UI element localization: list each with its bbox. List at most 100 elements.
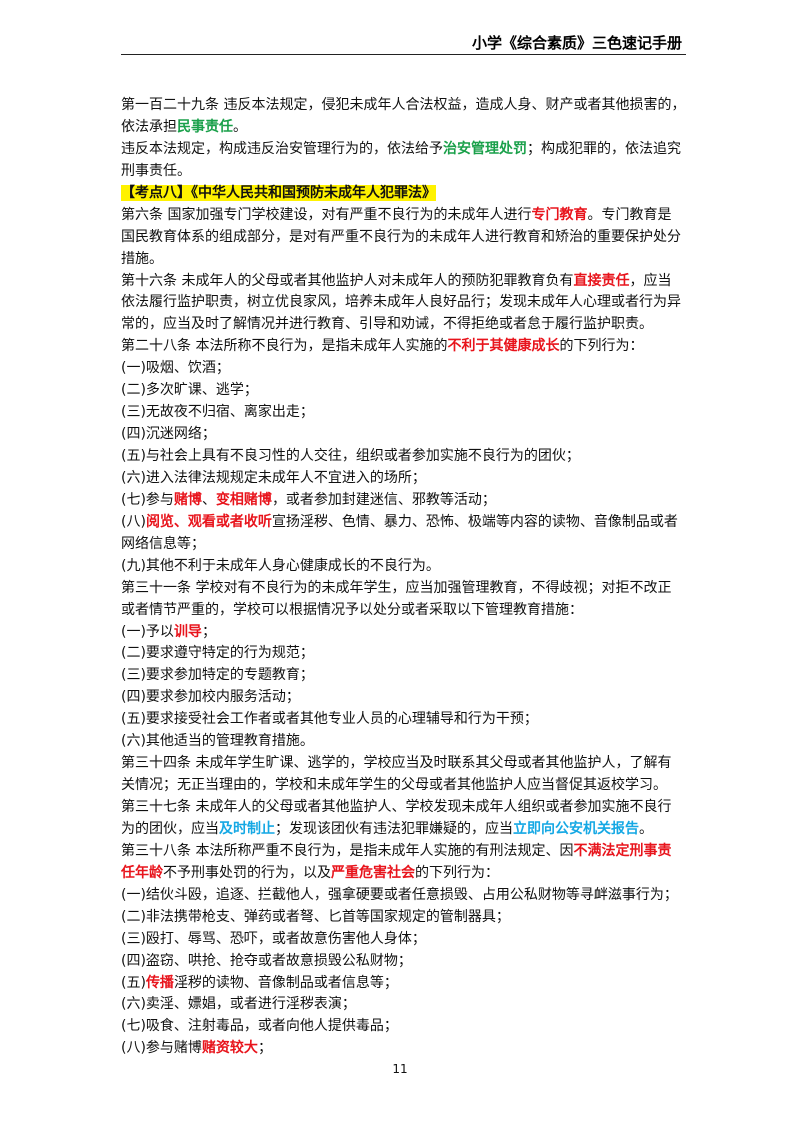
text-segment: (六)其他适当的管理教育措施。 [121,733,314,750]
text-segment: 措施。 [121,250,163,267]
emphasis-text: 治安管理处罚 [443,140,527,157]
text-line: 国民教育体系的组成部分，是对有严重不良行为的未成年人进行教育和矫治的重要保护处分 [121,227,685,249]
emphasis-text: 阅览、观看或者收听 [145,513,272,530]
text-segment: 刑事责任。 [121,162,191,179]
text-line: (五)要求接受社会工作者或者其他专业人员的心理辅导和行为干预； [121,709,685,731]
text-line: 【考点八】《中华人民共和国预防未成年人犯罪法》 [121,183,685,205]
text-segment: (四)沉迷网络； [121,426,216,443]
emphasis-text: 专门教育 [531,206,588,223]
text-segment: ； [257,1040,272,1057]
text-segment: (二)多次旷课、逃学； [121,382,258,399]
text-segment: 第十六条 未成年人的父母或者其他监护人对未成年人的预防犯罪教育负有 [121,272,574,289]
text-segment: 、 [201,491,216,508]
text-line: 常的，应当及时了解情况并进行教育、引导和劝诫，不得拒绝或者怠于履行监护职责。 [121,314,685,336]
text-line: 第十六条 未成年人的父母或者其他监护人对未成年人的预防犯罪教育负有直接责任，应当 [121,271,685,293]
page-number: 11 [392,1062,408,1076]
text-line: (七)吸食、注射毒品，或者向他人提供毒品； [121,1016,685,1038]
text-segment: (四)要求参加校内服务活动； [121,689,300,706]
text-segment: (三)要求参加特定的专题教育； [121,667,314,684]
text-segment: 第三十七条 未成年人的父母或者其他监护人、学校发现未成年人组织或者参加实施不良行 [121,799,672,815]
text-line: 第六条 国家加强专门学校建设，对有严重不良行为的未成年人进行专门教育。专门教育是 [121,205,685,227]
text-line: (六)进入法律法规规定未成年人不宜进入的场所； [121,468,685,490]
text-line: 措施。 [121,249,685,271]
text-segment: 第一百二十九条 违反本法规定，侵犯未成年人合法权益，造成人身、财产或者其他损害的… [121,97,686,113]
emphasis-text: 赌资较大 [201,1040,258,1057]
text-line: 第三十一条 学校对有不良行为的未成年学生，应当加强管理教育，不得歧视；对拒不改正 [121,578,685,600]
text-segment: 淫秽的读物、音像制品或者信息等； [173,974,398,991]
text-segment: 的下列行为： [559,338,644,355]
text-segment: 国民教育体系的组成部分，是对有严重不良行为的未成年人进行教育和矫治的重要保护处分 [121,228,681,245]
text-segment: (五)与社会上具有不良习性的人交往，组织或者参加实施不良行为的团伙； [121,448,580,464]
text-line: 或者情节严重的，学校可以根据情况予以处分或者采取以下管理教育措施： [121,600,685,622]
text-line: (一)予以训导； [121,622,685,644]
emphasis-text: 训导 [173,623,202,640]
text-segment: 常的，应当及时了解情况并进行教育、引导和劝诫，不得拒绝或者怠于履行监护职责。 [121,316,653,333]
text-segment: 第二十八条 本法所称不良行为，是指未成年人实施的 [121,338,448,355]
text-segment: (七)参与 [121,491,174,508]
text-segment: (七)吸食、注射毒品，或者向他人提供毒品； [121,1018,398,1035]
text-segment: (一)予以 [121,623,174,640]
text-line: 关情况；无正当理由的，学校和未成年学生的父母或者其他监护人应当督促其返校学习。 [121,775,685,797]
emphasis-text: 任年龄 [121,864,163,881]
emphasis-text: 不满法定刑事责 [573,842,672,859]
document-body: 第一百二十九条 违反本法规定，侵犯未成年人合法权益，造成人身、财产或者其他损害的… [121,95,685,1060]
text-segment: (二)非法携带枪支、弹药或者弩、匕首等国家规定的管制器具； [121,908,510,925]
text-segment: 第三十一条 学校对有不良行为的未成年学生，应当加强管理教育，不得歧视；对拒不改正 [121,579,672,596]
text-line: 任年龄不予刑事处罚的行为，以及严重危害社会的下列行为： [121,863,685,885]
text-line: (四)盗窃、哄抢、抢夺或者故意损毁公私财物； [121,951,685,973]
text-segment: (九)其他不利于未成年人身心健康成长的不良行为。 [121,557,440,574]
section-heading: 【考点八】《中华人民共和国预防未成年人犯罪法》 [121,184,436,201]
text-segment: 网络信息等； [121,535,205,552]
text-line: (二)非法携带枪支、弹药或者弩、匕首等国家规定的管制器具； [121,907,685,929]
text-line: (七)参与赌博、变相赌博，或者参加封建迷信、邪教等活动； [121,490,685,512]
text-segment: ； [201,623,216,640]
text-line: (三)要求参加特定的专题教育； [121,665,685,687]
text-segment: 。专门教育是 [587,206,672,223]
text-line: (五)传播淫秽的读物、音像制品或者信息等； [121,973,685,995]
text-line: (四)要求参加校内服务活动； [121,687,685,709]
text-line: (三)殴打、辱骂、恐吓，或者故意伤害他人身体； [121,929,685,951]
text-line: (三)无故夜不归宿、离家出走； [121,402,685,424]
text-segment: 不予刑事处罚的行为，以及 [163,864,331,881]
text-line: 第二十八条 本法所称不良行为，是指未成年人实施的不利于其健康成长的下列行为： [121,336,685,358]
text-segment: 依法履行监护职责，树立优良家风，培养未成年人良好品行；发现未成年人心理或者行为异 [121,294,681,311]
emphasis-text: 不利于其健康成长 [447,338,560,355]
text-segment: 依法承担 [121,118,177,135]
text-segment: (五)要求接受社会工作者或者其他专业人员的心理辅导和行为干预； [121,711,538,728]
text-line: (二)要求遵守特定的行为规范； [121,643,685,665]
header-title: 小学《综合素质》三色速记手册 [471,34,682,52]
text-segment: 违反本法规定，构成违反治安管理行为的，依法给予 [121,140,443,157]
text-line: (六)其他适当的管理教育措施。 [121,731,685,753]
text-line: (五)与社会上具有不良习性的人交往，组织或者参加实施不良行为的团伙； [121,446,685,468]
emphasis-text: 直接责任 [573,272,630,289]
text-segment: ；发现该团伙有违法犯罪嫌疑的，应当 [275,820,513,837]
text-line: (一)结伙斗殴，追逐、拦截他人，强拿硬要或者任意损毁、占用公私财物等寻衅滋事行为… [121,885,685,907]
text-segment: (四)盗窃、哄抢、抢夺或者故意损毁公私财物； [121,952,412,969]
emphasis-text: 传播 [145,974,174,991]
text-segment: (五) [121,974,146,991]
text-segment: 为的团伙，应当 [121,820,219,837]
emphasis-text: 赌博 [173,491,202,508]
text-line: 违反本法规定，构成违反治安管理行为的，依法给予治安管理处罚；构成犯罪的，依法追究 [121,139,685,161]
text-line: (八)参与赌博赌资较大； [121,1038,685,1060]
text-segment: (一)吸烟、饮酒； [121,360,230,377]
text-line: 第三十七条 未成年人的父母或者其他监护人、学校发现未成年人组织或者参加实施不良行 [121,797,685,819]
text-segment: (八) [121,513,146,530]
text-segment: ，或者参加封建迷信、邪教等活动； [271,491,496,508]
emphasis-text: 严重危害社会 [331,864,415,881]
emphasis-text: 及时制止 [219,820,275,837]
text-line: 第一百二十九条 违反本法规定，侵犯未成年人合法权益，造成人身、财产或者其他损害的… [121,95,685,117]
text-line: 网络信息等； [121,534,685,556]
text-segment: (八)参与赌博 [121,1040,202,1057]
text-segment: ，应当 [629,272,672,289]
text-segment: 关情况；无正当理由的，学校和未成年学生的父母或者其他监护人应当督促其返校学习。 [121,777,667,794]
text-line: (九)其他不利于未成年人身心健康成长的不良行为。 [121,556,685,578]
emphasis-text: 变相赌博 [215,491,272,508]
text-line: 刑事责任。 [121,161,685,183]
text-segment: 第三十四条 未成年学生旷课、逃学的，学校应当及时联系其父母或者其他监护人，了解有 [121,755,672,772]
text-segment: (三)无故夜不归宿、离家出走； [121,404,314,421]
emphasis-text: 民事责任 [177,118,233,135]
text-line: (四)沉迷网络； [121,424,685,446]
text-segment: (一)结伙斗殴，追逐、拦截他人，强拿硬要或者任意损毁、占用公私财物等寻衅滋事行为… [121,886,678,903]
text-segment: 。 [233,118,247,135]
